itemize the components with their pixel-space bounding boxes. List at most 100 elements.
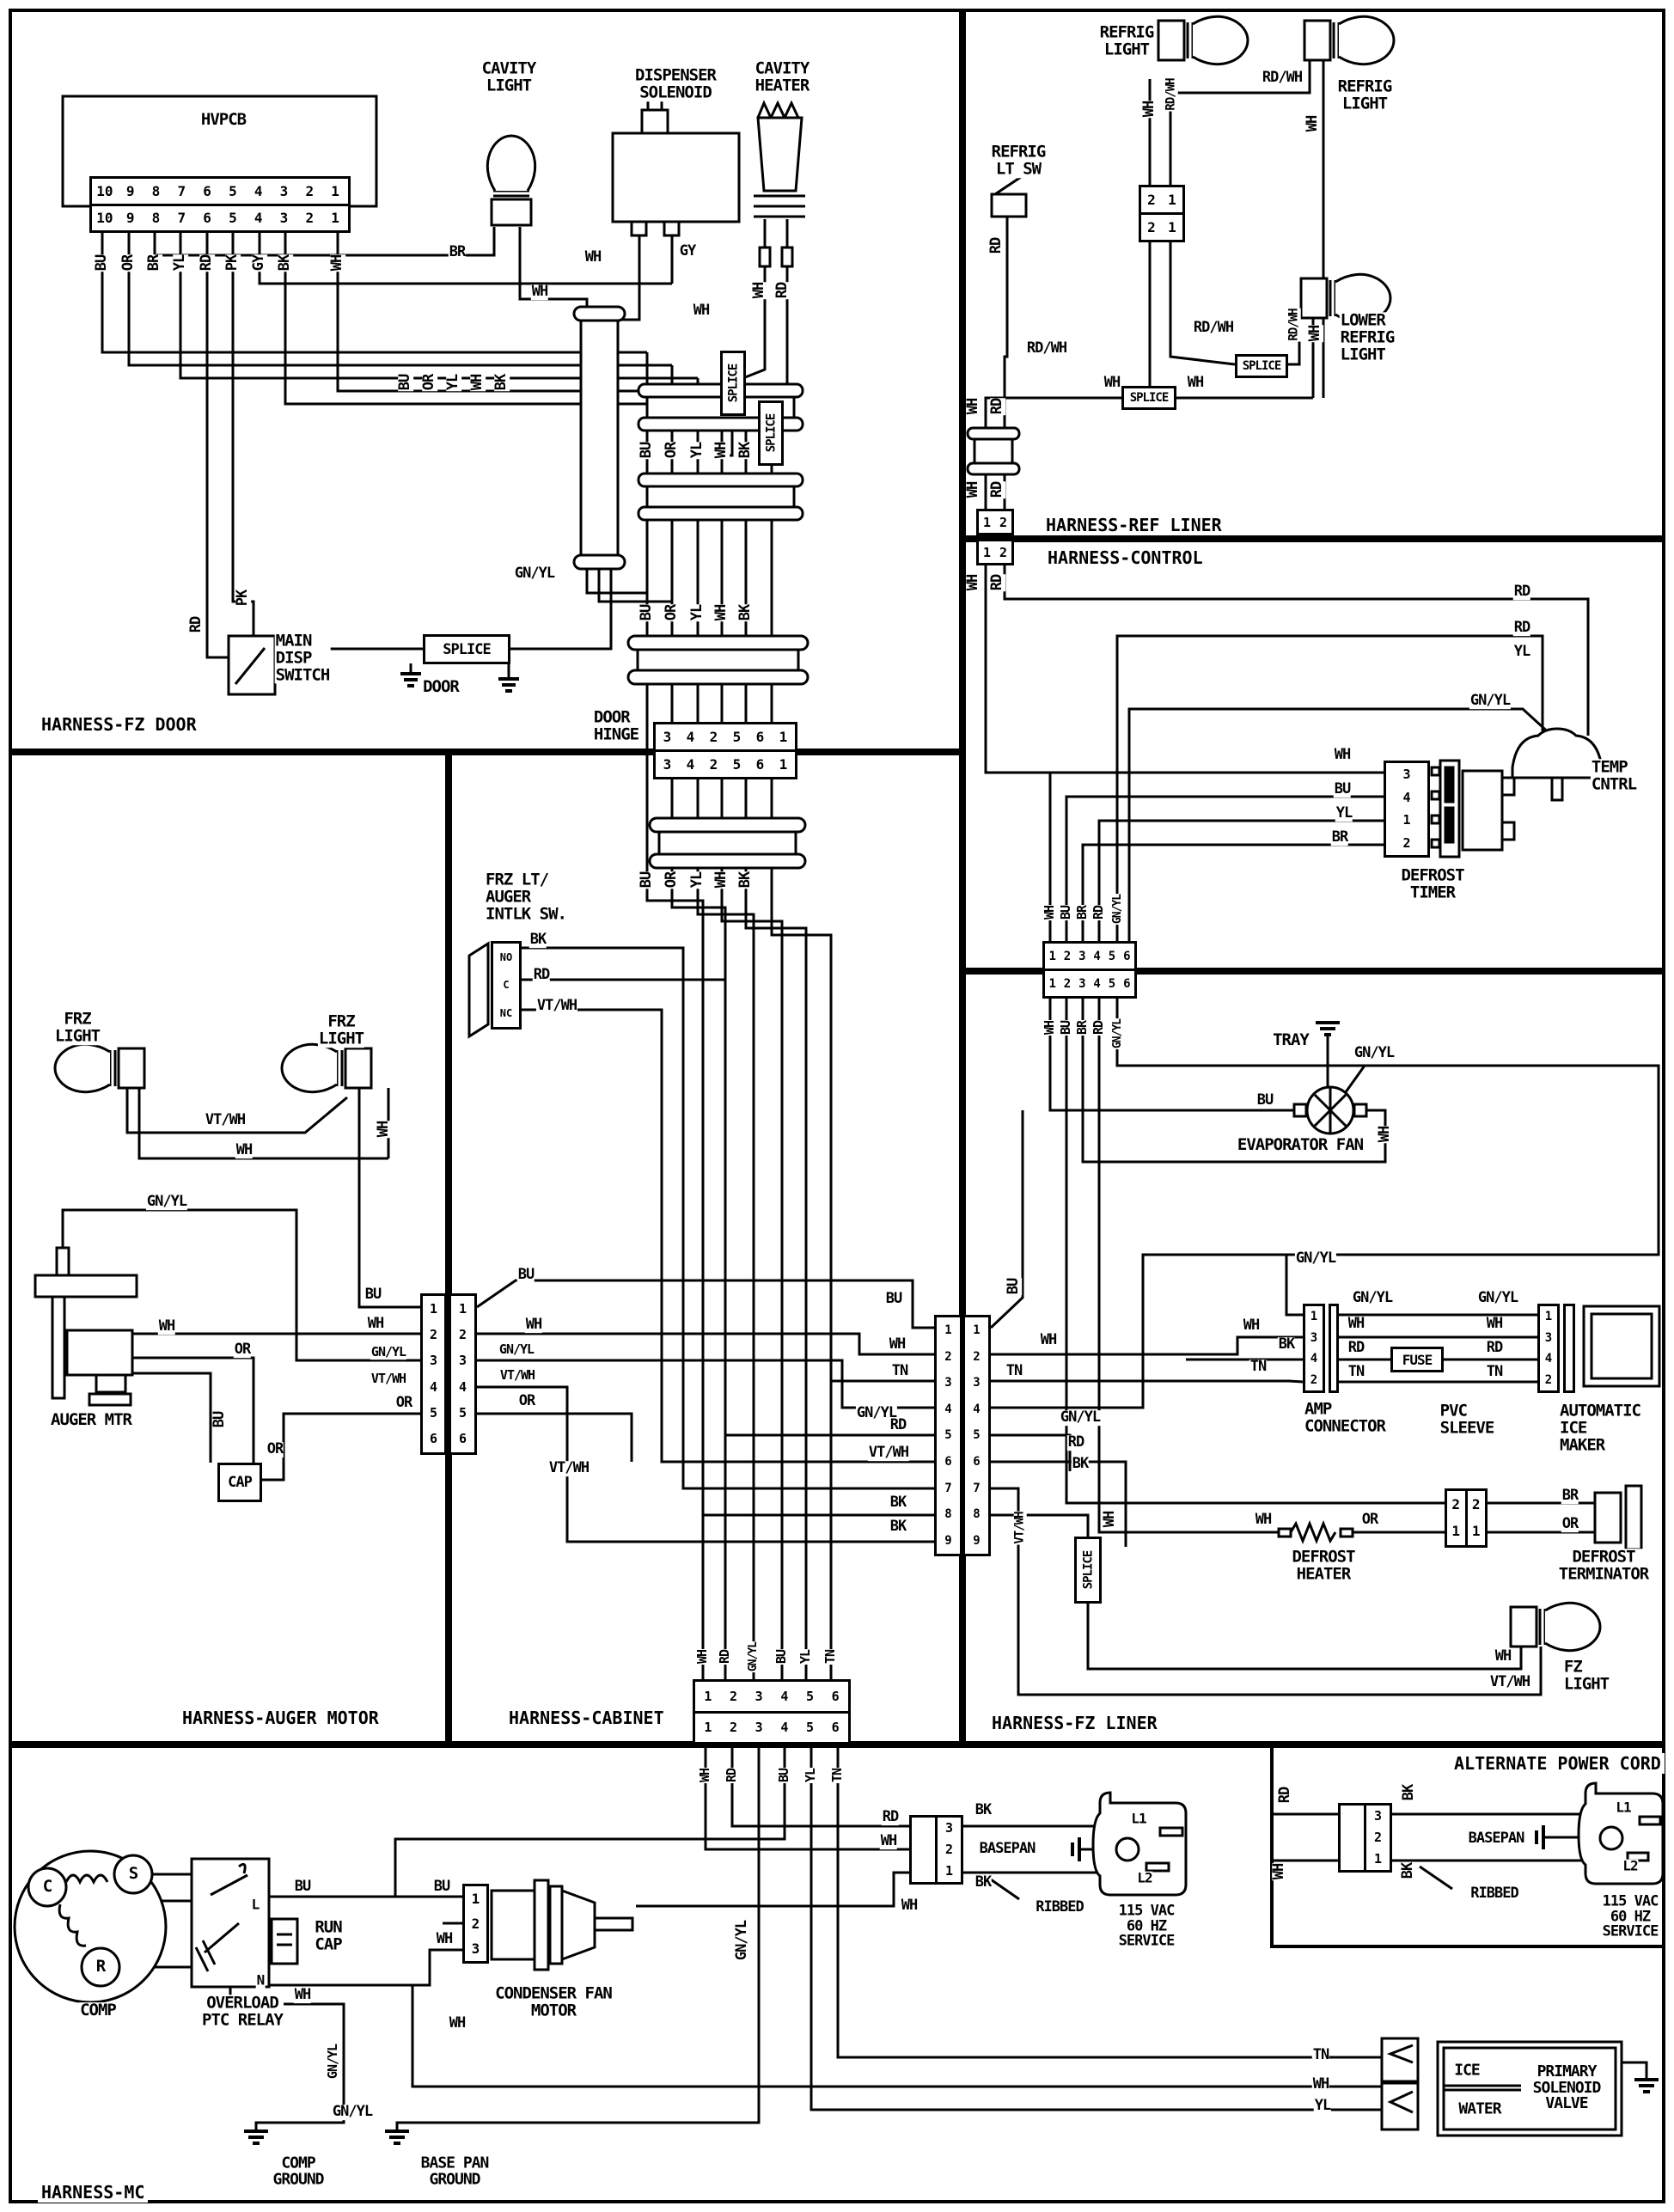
connector-pin: 4 xyxy=(429,1378,438,1395)
power-plug-icon xyxy=(1091,1791,1188,1897)
refrig-lt-sw-icon xyxy=(990,175,1028,218)
wire-label: BK xyxy=(1071,1455,1089,1473)
connector-pin: 6 xyxy=(1123,976,1131,991)
wire-label: TN xyxy=(1311,2046,1329,2064)
wire-label: WH xyxy=(692,302,710,320)
wire-label: OR xyxy=(420,373,438,392)
ice-maker-icon xyxy=(1582,1305,1661,1388)
ribbed-1: RIBBED xyxy=(1035,1898,1084,1916)
wire-label: VT/WH xyxy=(1012,1511,1027,1545)
connector-pin: 6 xyxy=(831,1688,840,1704)
wire-label: GN/YL xyxy=(1351,1289,1393,1307)
wire-label: OR xyxy=(233,1341,251,1359)
connector-pin: 9 xyxy=(973,1533,981,1548)
splice-box: SPLICE xyxy=(423,634,510,664)
auger-mtr-icon xyxy=(34,1246,138,1407)
service-2: 115 VAC 60 HZ SERVICE xyxy=(1601,1892,1659,1940)
terminal-r: R xyxy=(95,1957,106,1977)
comp-ground: COMP GROUND xyxy=(272,2154,325,2188)
refrig-light-1: REFRIG LIGHT xyxy=(1098,22,1155,58)
connector-pin: 5 xyxy=(806,1720,815,1736)
wire-label: WH xyxy=(1042,1019,1058,1036)
comp: COMP xyxy=(79,2001,117,2020)
wire-label: GN/YL xyxy=(513,565,555,583)
main-disp-switch-icon xyxy=(227,634,277,696)
alt-power-cord-connector-col xyxy=(1341,1806,1364,1870)
amp-connector: AMP CONNECTOR xyxy=(1304,1399,1386,1435)
connector-pin: 7 xyxy=(973,1481,981,1495)
wire-label: RD xyxy=(532,966,550,984)
wire-label: BU xyxy=(1333,780,1351,798)
basepan-1: BASEPAN xyxy=(978,1840,1036,1858)
wire-label: WH xyxy=(1103,374,1121,392)
wire-label: GN/YL xyxy=(1353,1044,1395,1062)
connector-pin: 3 xyxy=(1544,1330,1553,1345)
wire-label: WH xyxy=(1376,1125,1394,1144)
refrig-light-1-icon xyxy=(1157,15,1249,66)
wire-label: WH xyxy=(435,1930,453,1948)
wire-label: WH xyxy=(328,254,346,272)
connector-pin: 1 xyxy=(1048,976,1056,991)
wire-label: BK xyxy=(1400,1783,1418,1802)
connector-pin: 1 xyxy=(973,1323,981,1338)
connector-pin: 1 xyxy=(982,514,992,530)
wire-label: VT/WH xyxy=(498,1367,535,1384)
wire-label: WH xyxy=(235,1141,253,1159)
terminal-l: L xyxy=(250,1896,260,1913)
wire-label: WH xyxy=(448,2014,466,2032)
splice-label: SPLICE xyxy=(443,640,491,658)
wire-label: PK xyxy=(223,254,241,272)
connector-pin: 1 xyxy=(1310,1310,1318,1324)
cavity-heater: CAVITY HEATER xyxy=(754,58,810,95)
connector-pin: 2 xyxy=(1373,1830,1383,1845)
wire-label: TN xyxy=(829,1767,846,1784)
connector-pin: 6 xyxy=(755,756,765,773)
wire-label: WH xyxy=(524,1316,542,1334)
connector-pin: 4 xyxy=(1310,1352,1318,1366)
wire-label: YL xyxy=(688,603,706,622)
wire-label: RD xyxy=(889,1416,907,1434)
wire-label: GN/YL xyxy=(1111,893,1125,926)
wire-label: WH xyxy=(712,441,730,460)
wire-label: WH xyxy=(1485,1315,1503,1333)
connector-pin: 5 xyxy=(1108,949,1116,963)
automatic-ice-maker: AUTOMATIC ICE MAKER xyxy=(1559,1401,1641,1454)
connector-pin: 3 xyxy=(279,210,289,227)
wire-label: RD/WH xyxy=(1025,339,1067,357)
wire-label: OR xyxy=(394,1394,412,1412)
connector-pin: 4 xyxy=(1093,976,1101,991)
section-label-cabinet: HARNESS-CABINET xyxy=(505,1708,668,1728)
wire-label: OR xyxy=(663,441,681,460)
wire-label: TN xyxy=(822,1648,839,1665)
wire-label: YL xyxy=(797,1648,814,1665)
cap-label: CAP xyxy=(228,1474,253,1491)
wire-label: WH xyxy=(1347,1315,1365,1333)
wire-label: OR xyxy=(266,1440,284,1458)
wire-label: GN/YL xyxy=(1469,692,1511,710)
l2-1: L2 xyxy=(1136,1869,1153,1886)
wire-label: BK xyxy=(736,603,755,622)
dispenser-solenoid-icon xyxy=(611,95,741,237)
wire-label: GY xyxy=(250,254,268,272)
connector-pin: 4 xyxy=(1544,1352,1553,1366)
connector-pin: 6 xyxy=(203,210,211,227)
wire-label: VT/WH xyxy=(204,1111,246,1129)
connector-pin: 6 xyxy=(429,1431,438,1447)
wire-label: WH xyxy=(888,1335,906,1353)
section-label-auger: HARNESS-AUGER MOTOR xyxy=(179,1708,382,1728)
wire-label: RD xyxy=(988,480,1006,499)
connector-pin: 2 xyxy=(1147,192,1156,208)
wire-label: WH xyxy=(697,1767,713,1784)
connector-pin: 1 xyxy=(1168,219,1176,235)
